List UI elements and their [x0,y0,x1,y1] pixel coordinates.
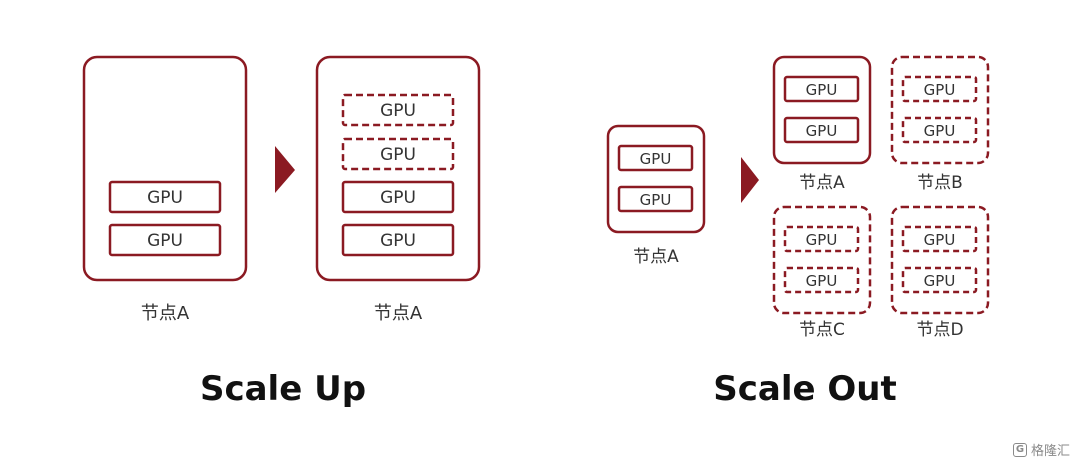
scale-out-node-b-label: 节点B [917,173,963,193]
gpu-label: GPU [380,145,416,165]
gpu-box-added [341,137,455,171]
watermark: G 格隆汇 [1012,440,1070,459]
gpu-box-added [341,93,455,127]
gpu-label: GPU [924,231,956,249]
scale-up-node-a-before [82,55,248,282]
gpu-label: GPU [380,101,416,121]
gpu-label: GPU [640,191,672,209]
gelonghui-logo-icon: G [1012,442,1027,457]
gpu-label: GPU [806,81,838,99]
scale-up-after-node-label: 节点A [374,303,423,324]
gpu-box [617,144,694,172]
gpu-box-added [901,225,978,253]
gpu-box [108,180,222,214]
gpu-box-added [901,75,978,103]
gpu-box [783,75,860,103]
gpu-label: GPU [806,272,838,290]
gpu-label: GPU [924,81,956,99]
scale-out-title: Scale Out [713,369,897,409]
gpu-box [617,185,694,213]
gpu-box-added [901,116,978,144]
gpu-label: GPU [380,231,416,251]
gpu-box-added [783,225,860,253]
gpu-box-added [783,266,860,294]
scale-out-node-c [772,205,872,315]
gpu-label: GPU [806,122,838,140]
scale-out-before-node-label: 节点A [633,247,679,267]
gpu-box-added [901,266,978,294]
gpu-label: GPU [147,188,183,208]
scale-up-title: Scale Up [200,369,366,409]
gpu-label: GPU [380,188,416,208]
right-triangle-icon [275,146,295,193]
scale-up-node-a-after [315,55,481,282]
scale-out-node-b [890,55,990,165]
right-triangle-icon [741,157,759,203]
gpu-label: GPU [806,231,838,249]
scale-out-node-a-before [606,124,706,234]
watermark-text: 格隆汇 [1030,444,1070,459]
gpu-label: GPU [147,231,183,251]
scale-out-node-c-label: 节点C [799,320,845,340]
gpu-box [108,223,222,257]
gpu-label: GPU [640,150,672,168]
scale-out-node-d [890,205,990,315]
gpu-box [783,116,860,144]
gpu-label: GPU [924,122,956,140]
scale-out-node-a-label: 节点A [799,173,845,193]
gpu-box [341,223,455,257]
scale-out-node-a [772,55,872,165]
scale-up-before-node-label: 节点A [141,303,190,324]
scale-out-node-d-label: 节点D [916,320,963,340]
gpu-label: GPU [924,272,956,290]
gpu-box [341,180,455,214]
